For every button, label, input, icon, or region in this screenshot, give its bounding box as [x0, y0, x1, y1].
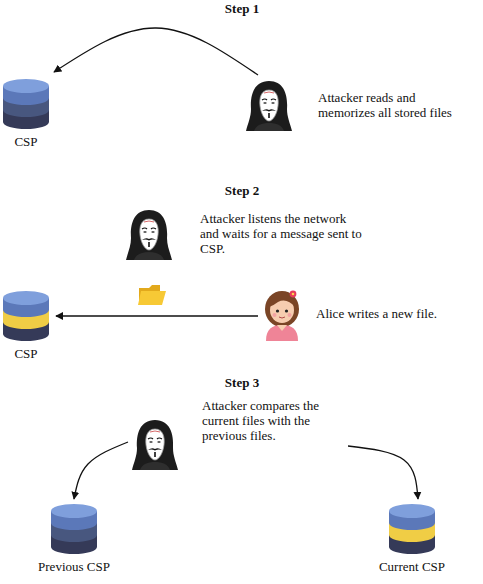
node-icon: [262, 285, 302, 341]
step-heading: Step 1: [225, 1, 259, 17]
folder-icon: [138, 285, 166, 305]
node-icon: [2, 290, 50, 342]
node-text: Alice writes a new file.: [316, 306, 476, 321]
user-node: Alice writes a new file.: [262, 285, 476, 341]
attacker-node: Attacker compares the current files with…: [132, 398, 332, 470]
attacker-node: Attacker listens the network and waits f…: [126, 208, 365, 260]
database-icon-node: Current CSP: [379, 503, 445, 574]
node-icon: [246, 79, 292, 131]
node-label: CSP: [14, 346, 37, 361]
arrow-connector: [74, 442, 128, 499]
node-icon: [126, 208, 172, 260]
node-label: Current CSP: [379, 559, 445, 574]
step-heading: Step 2: [225, 183, 259, 199]
node-text: Attacker compares the current files with…: [202, 398, 332, 443]
node-label: CSP: [14, 134, 37, 149]
arrow-connector: [56, 315, 258, 316]
arrow-connector: [54, 28, 258, 75]
arrow-connector: [348, 446, 418, 499]
database-icon-node: Previous CSP: [38, 503, 110, 574]
database-icon-node: CSP: [2, 290, 50, 361]
node-text: Attacker listens the network and waits f…: [200, 211, 365, 256]
node-icon: [2, 78, 50, 130]
node-icon: [388, 503, 436, 555]
node-icon: [132, 418, 178, 470]
attacker-node: Attacker reads and memorizes all stored …: [246, 79, 468, 131]
node-text: Attacker reads and memorizes all stored …: [318, 90, 468, 120]
database-icon-node: CSP: [2, 78, 50, 149]
step-heading: Step 3: [225, 375, 259, 391]
node-label: Previous CSP: [38, 559, 110, 574]
node-icon: [50, 503, 98, 555]
